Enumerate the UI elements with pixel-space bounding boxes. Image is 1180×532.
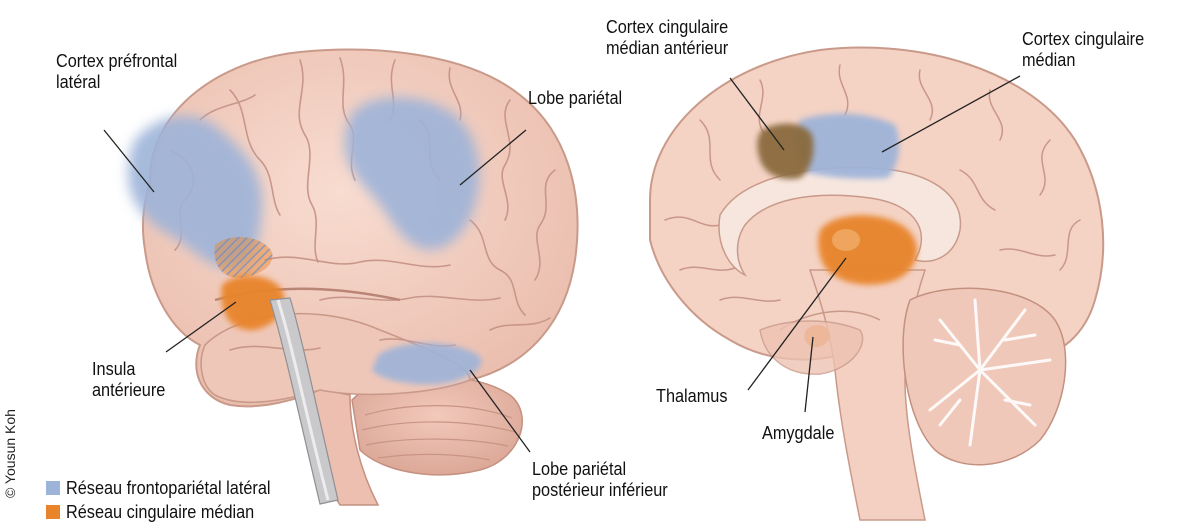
label-line: antérieure	[92, 379, 165, 400]
label-mid-cingulate-cortex: Cortex cingulaire médian	[1022, 28, 1144, 70]
label-lateral-prefrontal-cortex: Cortex préfrontal latéral	[56, 50, 177, 92]
label-line: Cortex cingulaire	[606, 16, 728, 37]
label-line: Cortex préfrontal	[56, 50, 177, 71]
label-anterior-insula: Insula antérieure	[92, 358, 165, 400]
label-line: Insula	[92, 358, 165, 379]
legend-label: Réseau frontopariétal latéral	[66, 477, 271, 499]
cerebellum-medial	[903, 288, 1066, 464]
label-amygdala: Amygdale	[762, 422, 834, 443]
label-thalamus: Thalamus	[656, 385, 727, 406]
legend-item-frontoparietal: Réseau frontopariétal latéral	[46, 478, 298, 498]
medial-brain-view	[650, 48, 1103, 520]
label-anterior-mid-cingulate-cortex: Cortex cingulaire médian antérieur	[606, 16, 728, 58]
label-parietal-lobe: Lobe pariétal	[528, 87, 622, 108]
label-line: Lobe pariétal	[532, 458, 668, 479]
label-inferior-posterior-parietal-lobe: Lobe pariétal postérieur inférieur	[532, 458, 668, 500]
legend-label: Réseau cingulaire médian	[66, 501, 254, 523]
label-line: médian antérieur	[606, 37, 728, 58]
lateral-brain-view	[128, 50, 578, 505]
label-line: latéral	[56, 71, 177, 92]
image-credit: © Yousun Koh	[2, 409, 18, 498]
label-line: postérieur inférieur	[532, 479, 668, 500]
label-line: Cortex cingulaire	[1022, 28, 1144, 49]
legend-item-cingulate: Réseau cingulaire médian	[46, 502, 280, 522]
label-line: médian	[1022, 49, 1144, 70]
